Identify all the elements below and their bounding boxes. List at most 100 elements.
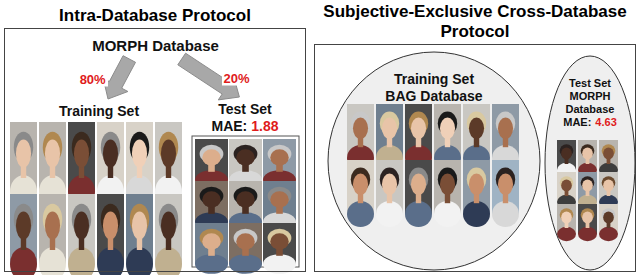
face-photo [126,194,153,275]
text-line: Training Set [359,71,509,88]
photo-face [561,212,572,224]
split-arrow [103,56,135,99]
text-line: MORPH Database [90,37,221,55]
node-label: MAE: [563,116,591,128]
photo-shoulders [10,247,37,275]
ellipse-border [328,52,540,270]
face-photo [347,160,374,227]
text-line: MORPH Database [553,90,627,116]
dataset-ellipse: Training SetBAG Database [327,51,541,271]
photo-shoulders [126,247,153,275]
photo-face [603,180,614,192]
node-label: BAG Database [385,88,482,104]
text-line: Test Set [189,101,301,118]
test-photo-frame [192,136,299,267]
photo-face [161,212,176,240]
face-photo [195,223,228,274]
split-percentage: 80% [78,72,108,87]
photo-face [16,140,31,168]
node-label: MORPH Database [566,90,615,115]
photo-face [103,140,118,168]
face-photo [155,194,182,275]
text-block: Test SetMAE:1.88 [189,99,301,135]
face-photo [434,160,461,227]
photo-face [270,233,288,249]
text-block: Training SetBAG Database [359,51,509,105]
face-photo [599,172,618,209]
face-photo [10,194,37,275]
face-photo [578,140,597,177]
face-photo [557,172,576,209]
mae-value: 4.63 [595,116,616,128]
photo-face [45,212,60,240]
face-photo [557,140,576,177]
photo-face [236,149,254,165]
photo-face [270,191,288,207]
node-label: Test Set [218,101,271,117]
text-block: Test SetMORPH DatabaseMAE: 4.63 [553,55,627,129]
photo-face [236,233,254,249]
photo-face [411,118,426,140]
photo-face [202,149,220,165]
photo-shoulders [463,201,490,227]
node-label: Training Set [394,71,474,87]
node-label: MAE: [211,118,247,134]
photo-face [353,174,368,196]
photo-shoulders [68,247,95,275]
panel-heading: Intra-Database Protocol [5,6,305,26]
dataset-ellipse: Test SetMORPH DatabaseMAE: 4.63 [544,55,636,271]
photo-face [582,180,593,192]
face-photo [599,140,618,177]
ellipse-ground [545,56,635,270]
face-photo [578,172,597,209]
photo-face [498,174,513,196]
photo-face [411,174,426,196]
face-photo [68,194,95,275]
photo-shoulders [229,254,262,274]
photo-face [202,233,220,249]
photo-face [45,140,60,168]
protocol-panel: Subjective-Exclusive Cross-Database Prot… [314,44,636,272]
photo-face [270,149,288,165]
text-line: MAE: 4.63 [553,116,627,129]
photo-face [603,148,614,160]
photo-shoulders [376,201,403,227]
split-percentage: 20% [222,71,252,86]
photo-face [582,148,593,160]
text-line: MAE:1.88 [189,118,301,135]
photo-face [74,212,89,240]
photo-face [582,212,593,224]
photo-face [498,118,513,140]
dataset-group: Test SetMAE:1.88 [189,99,301,269]
photo-face [74,140,89,168]
photo-face [561,148,572,160]
photo-face [603,212,614,224]
protocol-panel: Intra-Database ProtocolMORPH DatabaseTra… [4,28,306,272]
text-line: Test Set [553,77,627,90]
text-block: Training Set [9,101,189,120]
face-photo [578,204,597,241]
mae-value: 1.88 [251,118,278,134]
photo-face [16,212,31,240]
face-photo [599,204,618,241]
face-photo [376,160,403,227]
photo-face [202,191,220,207]
photo-shoulders [263,254,296,274]
photo-face [382,118,397,140]
face-photo [405,160,432,227]
photo-shoulders [39,247,66,275]
face-photo [97,194,124,275]
face-photo [263,223,296,274]
node-label: MORPH Database [92,37,219,54]
photo-face [132,212,147,240]
photo-shoulders [557,227,576,241]
photo-shoulders [492,201,519,227]
photo-shoulders [434,201,461,227]
photo-shoulders [195,254,228,274]
photo-face [561,180,572,192]
dataset-group: MORPH Database [90,37,221,57]
photo-shoulders [599,227,618,241]
photo-shoulders [578,227,597,241]
photo-shoulders [347,201,374,227]
photo-shoulders [405,201,432,227]
